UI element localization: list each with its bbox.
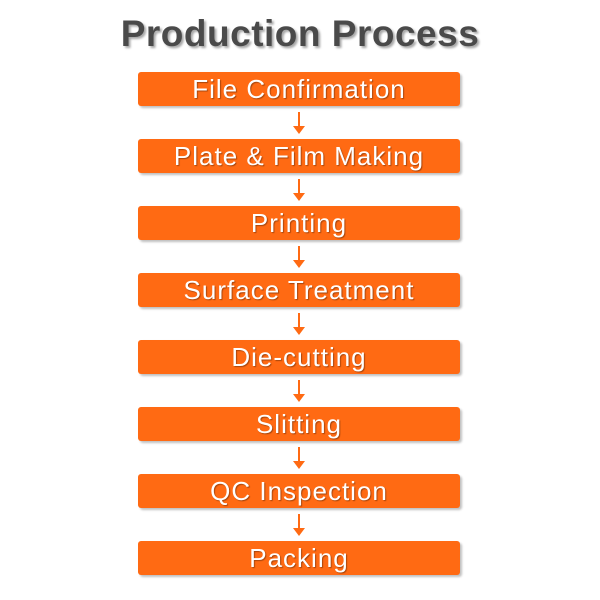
process-step: Die-cutting [138,340,460,374]
process-step: Slitting [138,407,460,441]
diagram-title: Production Process [120,13,480,54]
process-step: Printing [138,206,460,240]
process-step: Surface Treatment [138,273,460,307]
process-step: QC Inspection [138,474,460,508]
down-arrow-icon [138,106,460,139]
process-step: Plate & Film Making [138,139,460,173]
down-arrow-icon [138,240,460,273]
process-step: File Confirmation [138,72,460,106]
down-arrow-icon [138,508,460,541]
down-arrow-icon [138,374,460,407]
down-arrow-icon [138,173,460,206]
down-arrow-icon [138,441,460,474]
process-step: Packing [138,541,460,575]
down-arrow-icon [138,307,460,340]
